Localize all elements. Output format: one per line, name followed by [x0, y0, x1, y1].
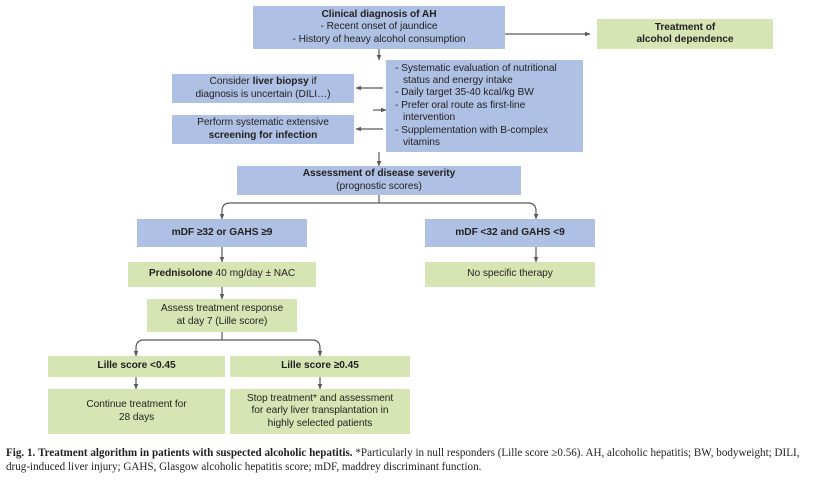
- severe-criteria-label: mDF ≥32 or GAHS ≥9: [171, 226, 273, 238]
- node-nutritional-management: - Systematic evaluation of nutritional s…: [386, 60, 583, 152]
- stop-treatment-line-2: for early liver transplantation in: [251, 405, 389, 417]
- continue-treatment-line-1: Continue treatment for: [86, 399, 187, 411]
- node-mdf-severe-criteria: mDF ≥32 or GAHS ≥9: [137, 219, 307, 247]
- node-clinical-diagnosis: Clinical diagnosis of AH - Recent onset …: [253, 6, 505, 49]
- connector-assess-to-lille-high: [222, 339, 323, 357]
- caption-title: Treatment algorithm in patients with sus…: [38, 447, 353, 459]
- nutrition-bullet-2: - Daily target 35-40 kcal/kg BW: [395, 87, 534, 99]
- figure-caption: Fig. 1. Treatment algorithm in patients …: [6, 446, 816, 475]
- clinical-diagnosis-title: Clinical diagnosis of AH: [321, 8, 437, 20]
- connector-assessment-to-severe: [219, 202, 379, 220]
- connector-assessment-to-nonsevere: [379, 202, 539, 220]
- stop-treatment-line-3: highly selected patients: [267, 417, 373, 429]
- no-specific-therapy-label: No specific therapy: [467, 268, 553, 280]
- nonsevere-criteria-label: mDF <32 and GAHS <9: [455, 226, 565, 238]
- assessment-subtitle: (prognostic scores): [336, 180, 422, 192]
- caption-fig-label: Fig. 1.: [6, 447, 36, 459]
- assessment-title: Assessment of disease severity: [302, 168, 456, 180]
- node-mdf-nonsevere-criteria: mDF <32 and GAHS <9: [425, 219, 595, 247]
- screening-line-1: Perform systematic extensive: [197, 117, 329, 129]
- stop-treatment-line-1: Stop treatment* and assessment: [246, 392, 394, 404]
- node-assess-treatment-response: Assess treatment response at day 7 (Lill…: [147, 299, 297, 332]
- flow-connectors: [133, 31, 591, 390]
- nutrition-bullet-1: - Systematic evaluation of nutritional s…: [395, 62, 557, 86]
- caption-footnote: *Particularly in null responders (Lille …: [6, 447, 800, 474]
- liver-biopsy-line-1: Consider liver biopsy if: [209, 76, 317, 88]
- alcohol-treatment-line-2: alcohol dependence: [636, 34, 734, 45]
- assess-response-line-2: at day 7 (Lille score): [176, 315, 268, 327]
- lille-low-label: Lille score <0.45: [97, 360, 176, 372]
- alcohol-treatment-line-1: Treatment of: [654, 21, 716, 33]
- assess-response-line-1: Assess treatment response: [160, 303, 284, 315]
- node-lille-score-high: Lille score ≥0.45: [230, 356, 410, 377]
- screening-line-2: screening for infection: [208, 129, 318, 141]
- connector-assess-to-lille-low: [133, 339, 222, 357]
- continue-treatment-line-2: 28 days: [118, 411, 155, 423]
- node-treatment-alcohol-dependence: Treatment of alcohol dependence: [597, 19, 773, 49]
- node-stop-treatment: Stop treatment* and assessment for early…: [230, 389, 410, 434]
- clinical-diagnosis-line-2: - Recent onset of jaundice: [320, 21, 438, 33]
- nutrition-bullet-4: - Supplementation with B-complex vitamin…: [395, 124, 548, 149]
- nutrition-bullet-3: - Prefer oral route as first-line interv…: [395, 99, 526, 124]
- node-assessment-disease-severity: Assessment of disease severity (prognost…: [237, 166, 521, 195]
- node-lille-score-low: Lille score <0.45: [48, 356, 225, 377]
- node-continue-treatment: Continue treatment for 28 days: [48, 389, 225, 434]
- node-prednisolone: Prednisolone 40 mg/day ± NAC: [128, 262, 316, 287]
- node-no-specific-therapy: No specific therapy: [425, 262, 595, 287]
- node-consider-liver-biopsy: Consider liver biopsy if diagnosis is un…: [172, 74, 354, 103]
- node-screening-for-infection: Perform systematic extensive screening f…: [172, 115, 354, 144]
- liver-biopsy-line-2: diagnosis is uncertain (DILI…): [195, 88, 331, 100]
- lille-high-label: Lille score ≥0.45: [281, 360, 359, 372]
- clinical-diagnosis-line-3: - History of heavy alcohol consumption: [292, 33, 466, 45]
- prednisolone-label: Prednisolone 40 mg/day ± NAC: [148, 268, 296, 280]
